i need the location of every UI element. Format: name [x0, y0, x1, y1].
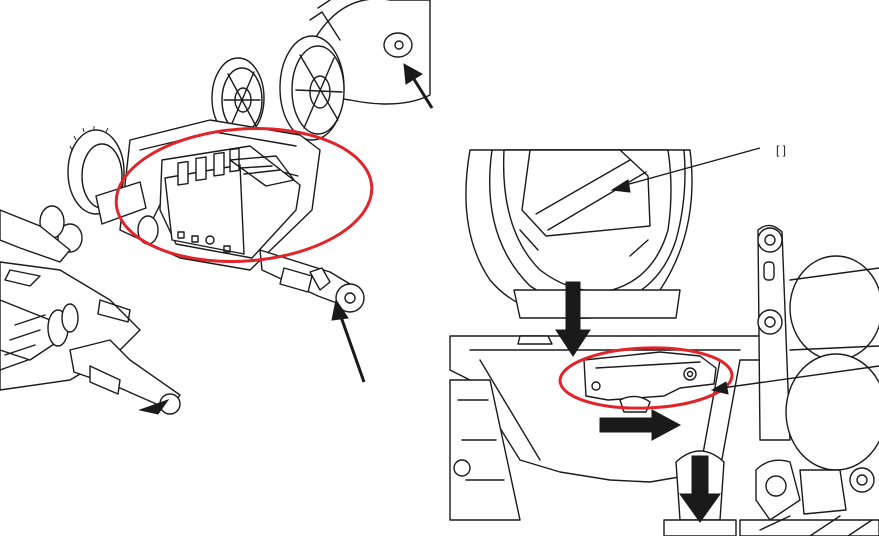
- lower-mechanism: [0, 209, 181, 415]
- arrow-right: [599, 409, 682, 441]
- shaft-assembly: [39, 181, 365, 313]
- slotted-bracket: [159, 145, 301, 259]
- callout-label: [ ]: [776, 143, 786, 157]
- callout-arrow-shaft: [331, 298, 366, 383]
- drum-unit: [465, 149, 693, 319]
- right-panel: [ ]: [449, 143, 879, 536]
- gear-wheel-medium: [211, 57, 265, 139]
- gear-wheel-large: [279, 35, 345, 141]
- highlight-ellipse-lever: [558, 346, 734, 410]
- callout-leader-lever: [710, 365, 879, 395]
- callout-arrow-gear: [403, 63, 434, 109]
- callout-arrow-bottom: [138, 398, 170, 415]
- lever-plate: [583, 351, 717, 413]
- callout-label-group: [ ]: [610, 143, 786, 193]
- highlight-ellipse-bracket: [114, 127, 374, 263]
- arrow-down-bottom: [679, 455, 721, 523]
- left-panel: [0, 0, 434, 415]
- arrow-down-top: [555, 281, 591, 357]
- side-gear-cluster: [757, 224, 879, 493]
